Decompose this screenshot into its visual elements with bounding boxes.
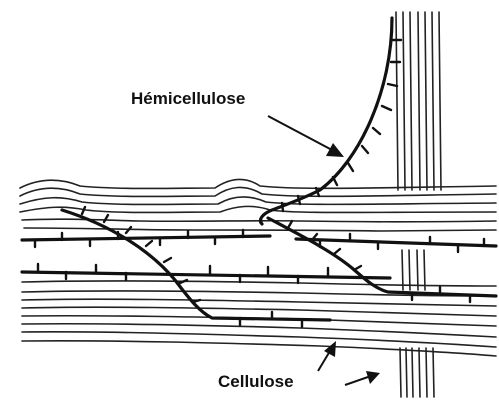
hemicellulose-arrow <box>268 116 344 157</box>
cellulose-label: Cellulose <box>218 372 294 391</box>
cellulose-arrow-right <box>345 371 380 385</box>
hemicellulose-ticks-curved <box>282 40 401 211</box>
hemicellulose-label: Hémicellulose <box>131 89 245 108</box>
hemicellulose-chain-middle <box>22 272 390 278</box>
hemicellulose-chain-right <box>296 239 496 246</box>
upper-fiber-band <box>20 179 496 231</box>
hemicellulose-chain-upper <box>22 236 270 240</box>
hemicellulose-chain-curved <box>260 18 392 224</box>
